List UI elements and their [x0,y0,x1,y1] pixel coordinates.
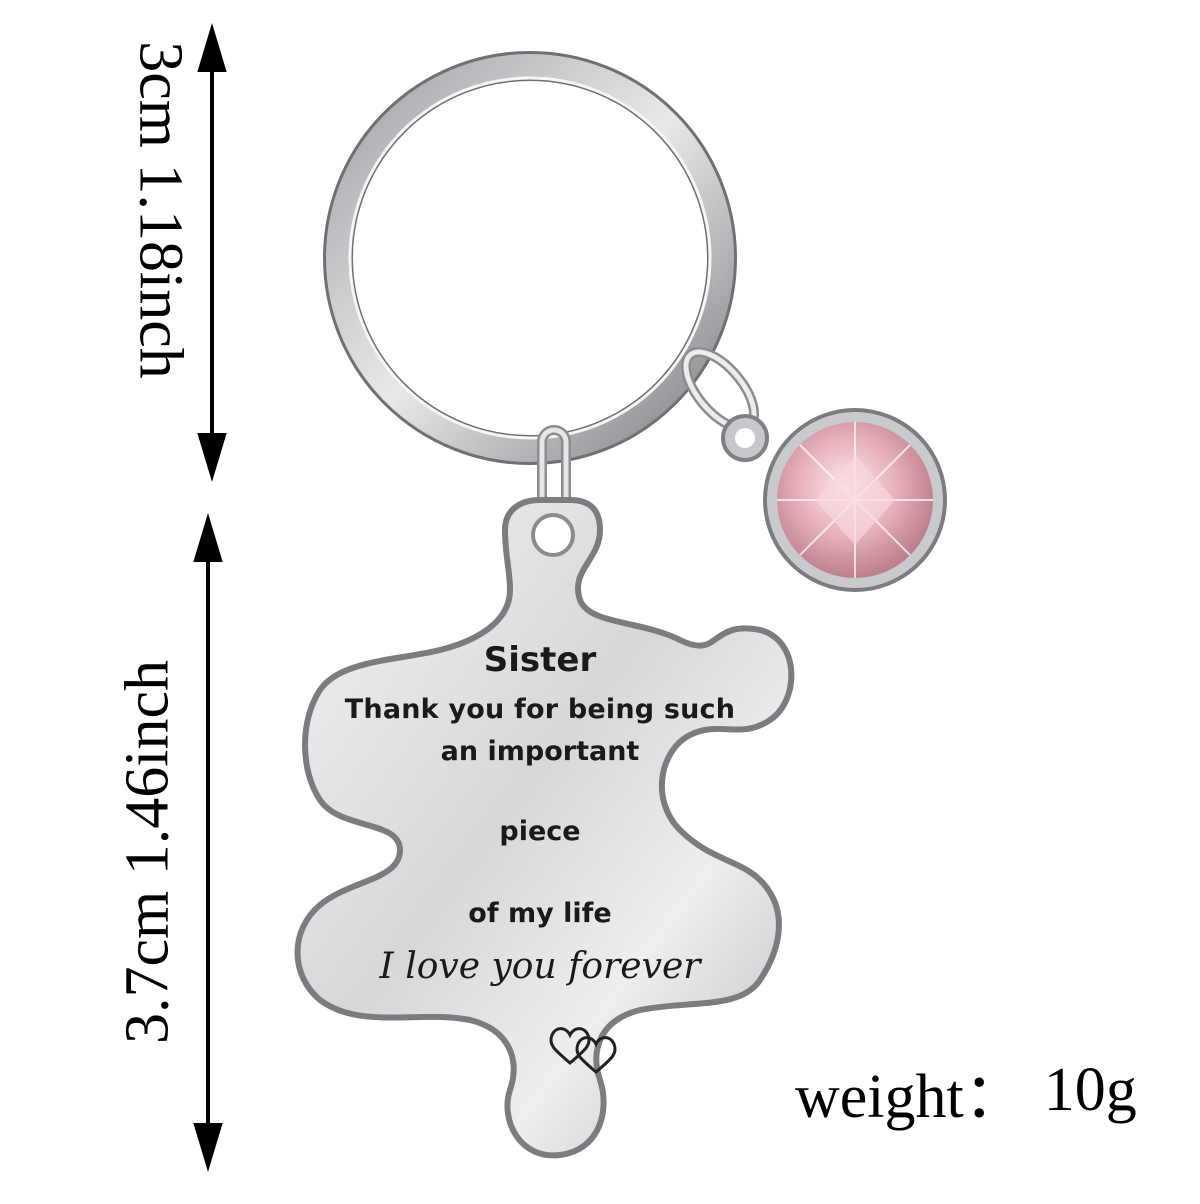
engraving-line-5: I love you forever [379,946,701,987]
engraving-line-4: of my life [468,898,612,929]
key-ring [323,51,737,465]
puzzle-tag [294,497,795,1159]
engraving-text: Sister Thank you for being such an impor… [300,620,780,1020]
double-arrow-icon [197,23,227,482]
engraving-line-2: an important [440,736,640,767]
weight-label: weight： [795,1063,1026,1131]
weight-info: weight： 10g [795,1050,1137,1132]
double-heart-icon [549,1027,617,1074]
double-arrow-icon [193,513,223,1172]
ring-dimension-label: 3cm 1.18inch [126,41,195,379]
engraving-name: Sister [483,640,597,680]
weight-value: 10g [1043,1055,1137,1124]
pink-gem-icon [721,408,947,592]
engraving-line-3: piece [499,816,581,847]
tag-dimension-label: 3.7cm 1.46inch [113,660,182,1044]
engraving-line-1: Thank you for being such [344,694,736,725]
